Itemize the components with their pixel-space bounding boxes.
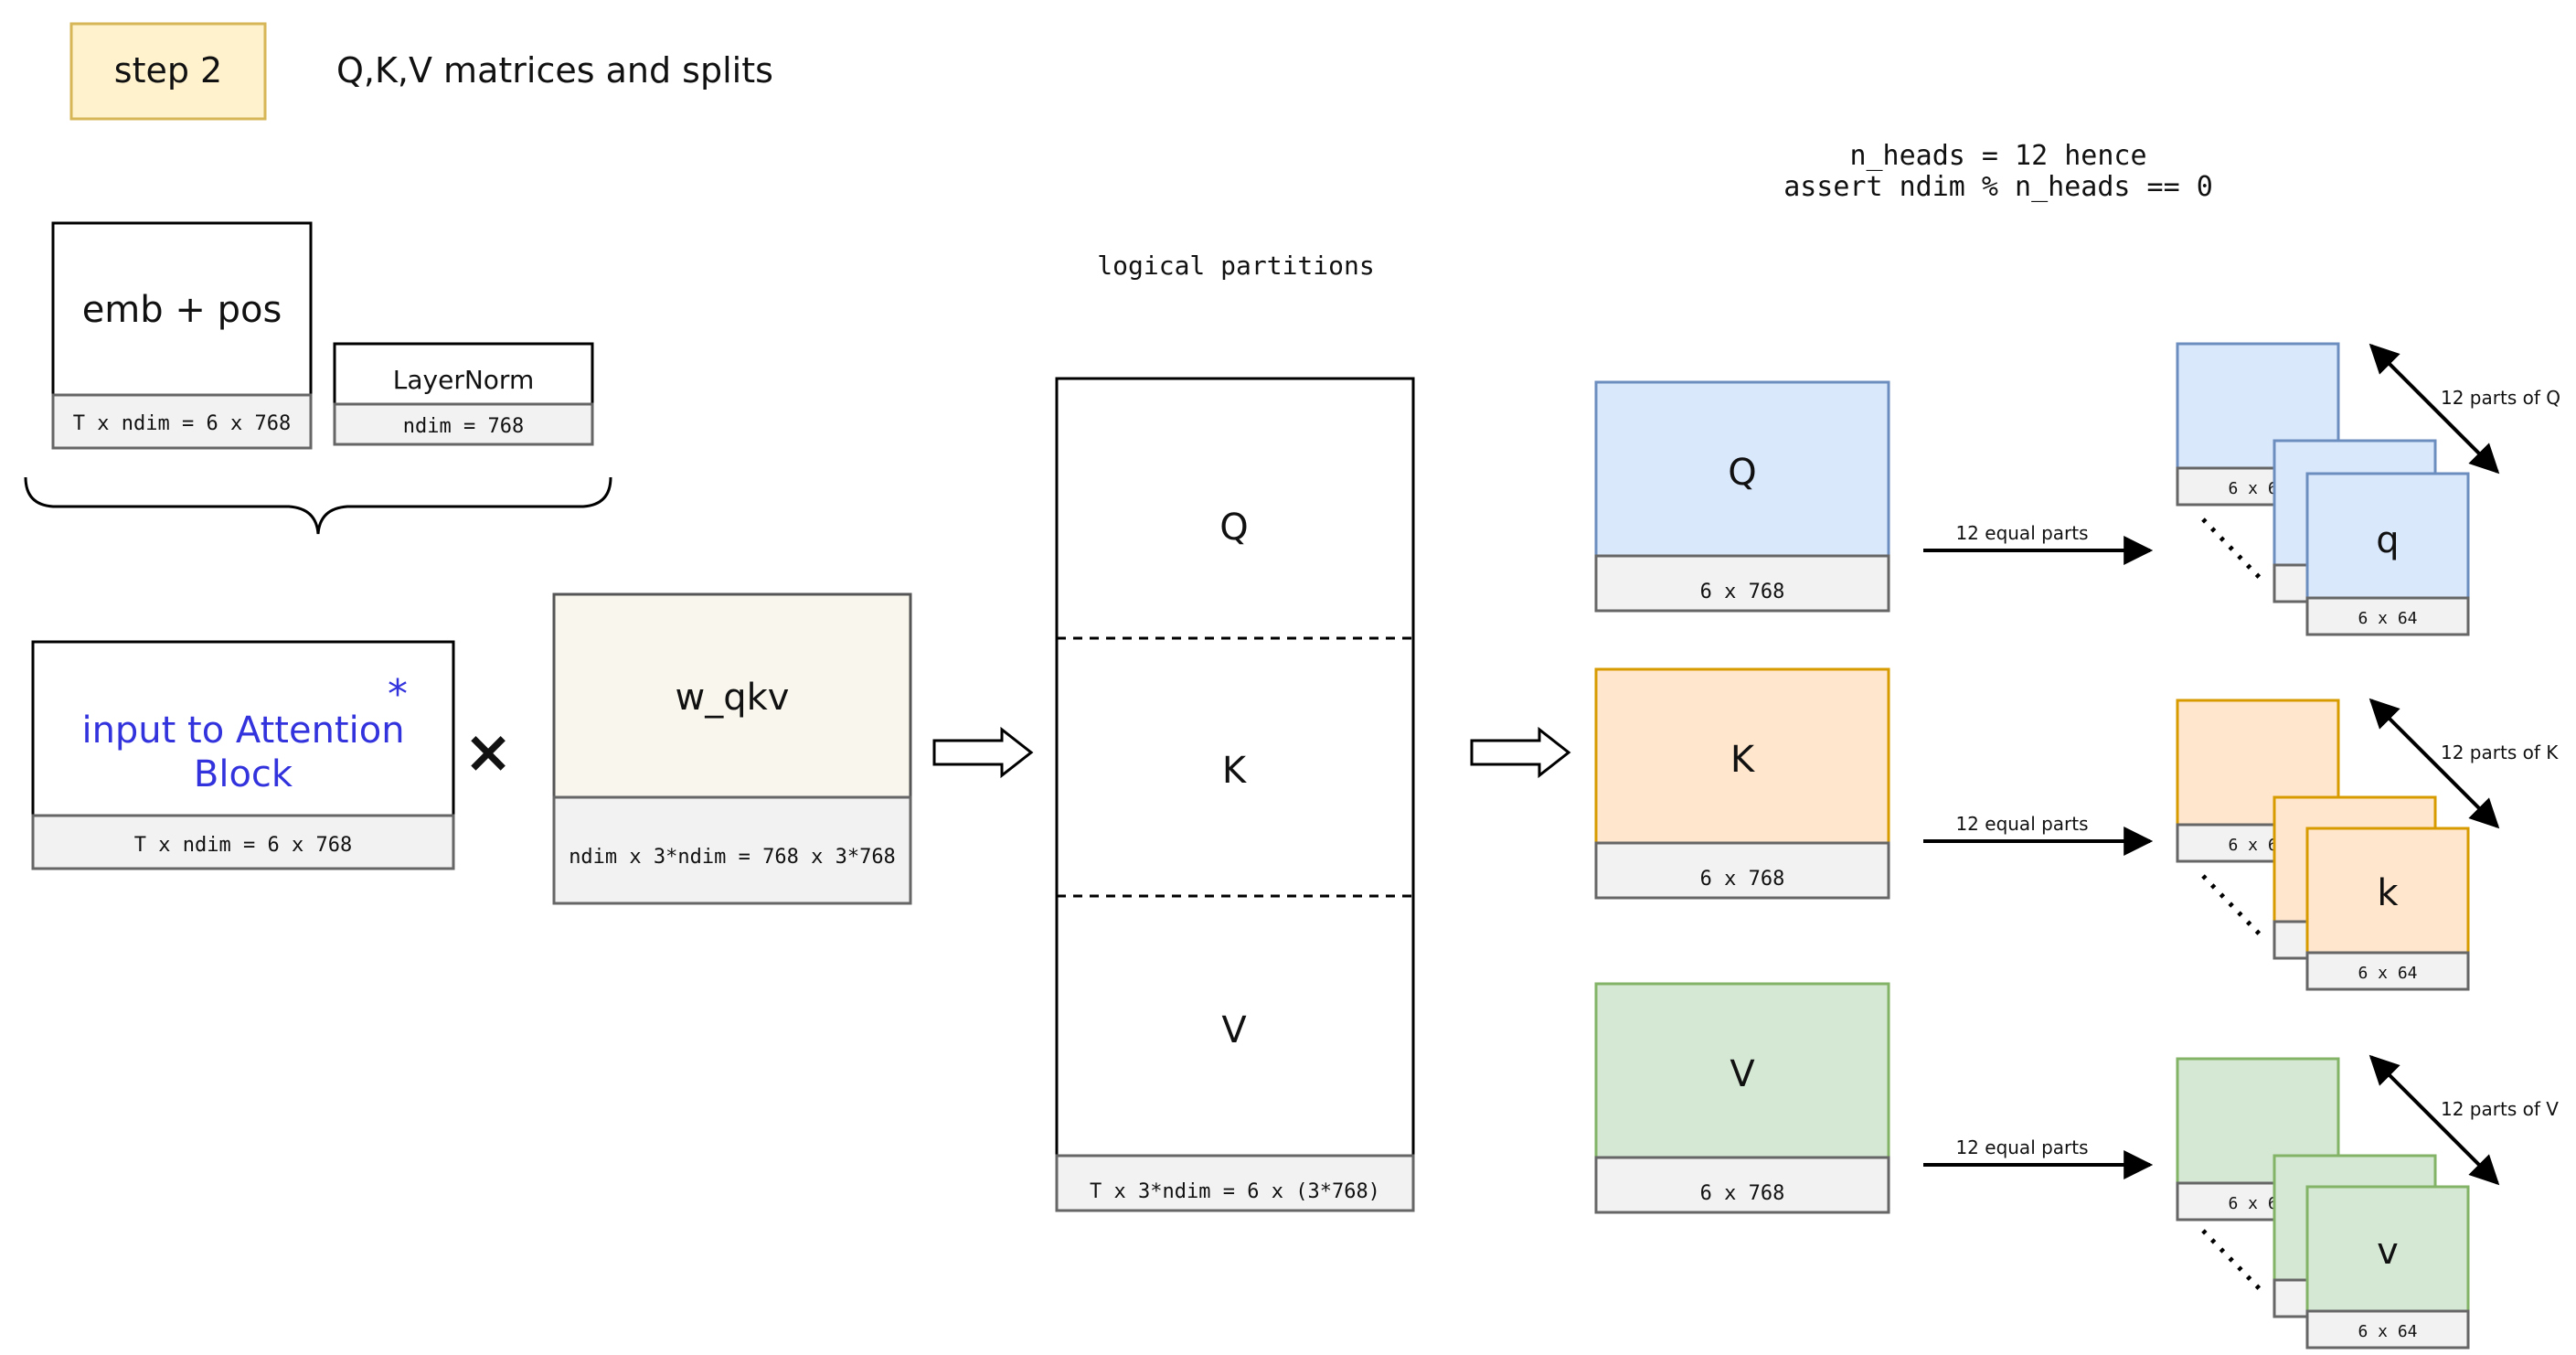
layernorm-block: LayerNorm ndim = 768 — [333, 342, 594, 446]
q-parts-label: 12 parts of Q — [2441, 387, 2560, 409]
k-split-arrow-label: 12 equal parts — [1955, 813, 2088, 835]
q-matrix-shape-box — [1594, 554, 1890, 613]
v-head-back-shape: 6 x 64 — [2228, 1194, 2287, 1213]
q-parts-arrow — [2368, 343, 2500, 475]
weight-block: w_qkv ndim x 3*ndim = 768 x 3*768 — [552, 592, 912, 905]
k-matrix-box — [1594, 667, 1890, 845]
k-parts-arrow — [2368, 698, 2500, 829]
v-head-label: v — [2377, 1231, 2399, 1273]
k-head-back-shape: 6 x 64 — [2228, 836, 2287, 855]
qkv-caption: logical partitions — [1097, 251, 1374, 281]
v-matrix-box — [1594, 982, 1890, 1159]
v-stack-dots — [2201, 1229, 2267, 1296]
multiply-symbol: × — [463, 719, 513, 786]
v-parts-label: 12 parts of V — [2441, 1098, 2559, 1120]
emb-pos-box — [51, 221, 313, 397]
weight-shape: ndim x 3*ndim = 768 x 3*768 — [569, 846, 896, 869]
v-head-front-shape: 6 x 64 — [2358, 1322, 2417, 1341]
q-head-front-shape-box — [2305, 596, 2470, 636]
q-matrix-shape: 6 x 768 — [1700, 581, 1785, 603]
v-matrix-label: V — [1730, 1053, 1755, 1095]
emb-pos-label: emb + pos — [82, 289, 282, 331]
layernorm-shape-box — [333, 402, 594, 446]
split-row-q: Q 6 x 768 12 equal parts 6 x 64 q 6 x 64… — [1594, 342, 2560, 636]
attention-input-label-line2: Block — [194, 753, 293, 795]
v-split-arrow-label: 12 equal parts — [1955, 1136, 2088, 1158]
v-head-front-shape-box — [2305, 1309, 2470, 1350]
v-matrix-shape-box — [1594, 1156, 1890, 1214]
qkv-matrix: Q K V T x 3*ndim = 6 x (3*768) — [1055, 377, 1415, 1212]
page-title: Q,K,V matrices and splits — [336, 50, 773, 91]
split-row-v: V 6 x 768 12 equal parts 6 x 64 v 6 x 64… — [1594, 982, 2559, 1350]
step-badge-label: step 2 — [114, 50, 222, 91]
qkv-part-q: Q — [1219, 507, 1248, 549]
v-head-front-box — [2305, 1185, 2470, 1313]
qkv-part-v: V — [1221, 1009, 1247, 1051]
attention-input-box — [31, 640, 455, 817]
emb-pos-shape-box — [51, 393, 313, 450]
layernorm-shape: ndim = 768 — [403, 415, 524, 438]
k-head-front-box — [2305, 827, 2470, 955]
v-matrix-shape: 6 x 768 — [1700, 1182, 1785, 1205]
q-stack-dots — [2201, 517, 2267, 585]
attention-input-shape: T x ndim = 6 x 768 — [134, 834, 352, 857]
v-parts-arrow — [2368, 1054, 2500, 1186]
k-matrix-shape: 6 x 768 — [1700, 868, 1785, 891]
q-head-front-box — [2305, 472, 2470, 600]
q-split-arrow-label: 12 equal parts — [1955, 522, 2088, 544]
attention-input-shape-box — [31, 814, 455, 870]
k-head-front-shape-box — [2305, 951, 2470, 991]
q-matrix-label: Q — [1728, 452, 1756, 494]
layernorm-label: LayerNorm — [393, 365, 534, 395]
split-row-k: K 6 x 768 12 equal parts 6 x 64 k 6 x 64… — [1594, 667, 2559, 991]
k-stack-dots — [2201, 874, 2267, 942]
qkv-shape: T x 3*ndim = 6 x (3*768) — [1090, 1180, 1380, 1203]
layernorm-box — [333, 342, 594, 406]
step-badge-box — [69, 22, 267, 121]
note-line-1: n_heads = 12 hence — [1849, 140, 2146, 172]
q-head-front-shape: 6 x 64 — [2358, 609, 2417, 628]
weight-box — [552, 592, 912, 799]
weight-shape-box — [552, 795, 912, 905]
q-matrix-box — [1594, 380, 1890, 558]
k-head-front-shape: 6 x 64 — [2358, 964, 2417, 983]
block-arrow-2 — [1470, 726, 1571, 779]
grouping-brace — [24, 476, 612, 535]
emb-pos-block: emb + pos T x ndim = 6 x 768 — [51, 221, 313, 450]
weight-label: w_qkv — [676, 677, 790, 719]
emb-pos-shape: T x ndim = 6 x 768 — [73, 412, 291, 435]
q-head-label: q — [2376, 519, 2399, 561]
block-arrow-1 — [932, 726, 1034, 779]
attention-input-block: * input to Attention Block T x ndim = 6 … — [31, 640, 455, 870]
note-line-2: assert ndim % n_heads == 0 — [1783, 171, 2213, 203]
k-matrix-label: K — [1730, 739, 1756, 781]
attention-input-asterisk: * — [388, 671, 408, 718]
k-matrix-shape-box — [1594, 841, 1890, 900]
k-head-label: k — [2377, 872, 2399, 914]
q-head-back-shape: 6 x 64 — [2228, 479, 2287, 498]
k-parts-label: 12 parts of K — [2441, 742, 2559, 763]
qkv-part-k: K — [1222, 750, 1248, 792]
step-badge: step 2 — [69, 22, 267, 121]
attention-input-label-line1: input to Attention — [81, 710, 404, 752]
qkv-shape-box — [1055, 1154, 1415, 1212]
